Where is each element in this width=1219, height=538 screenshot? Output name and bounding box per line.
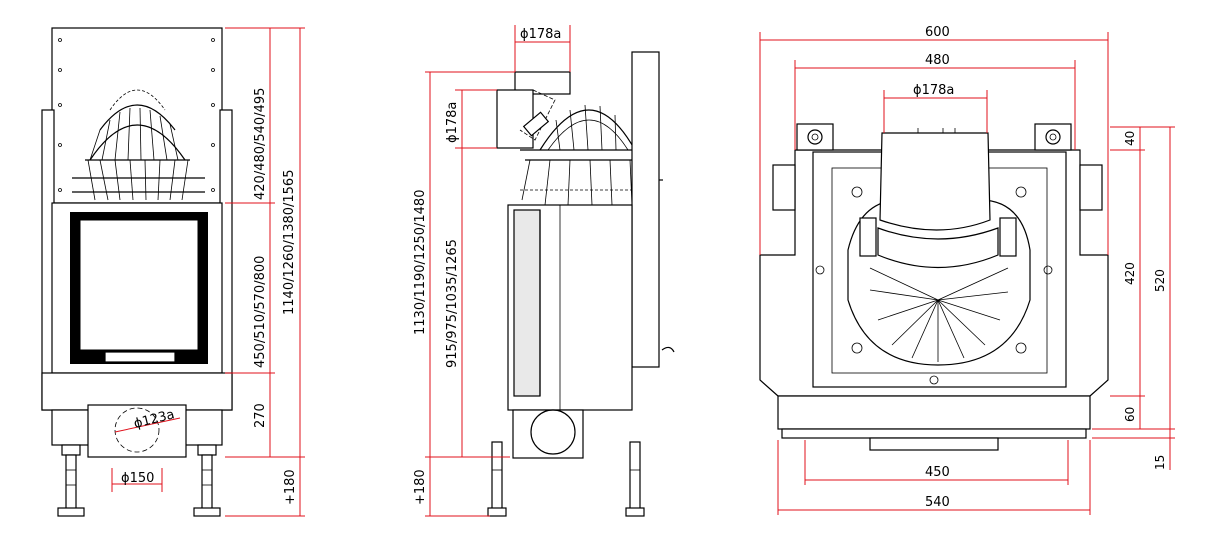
side-flue-spigot	[514, 71, 571, 95]
side-dim-flue-dia: ϕ178a	[445, 102, 460, 143]
side-dim-total: 1130/1190/1250/1480	[413, 190, 428, 335]
side-dim-top-dia: ϕ178a	[520, 27, 561, 42]
side-legs	[487, 441, 645, 517]
front-dim-leg: +180	[283, 469, 298, 505]
plan-dim-600: 600	[925, 25, 950, 40]
side-view: ϕ178a ϕ178a 1130/1190/1250/1480 915/975/…	[413, 25, 675, 517]
plan-dim-480: 480	[925, 53, 950, 68]
front-dome	[72, 89, 205, 201]
plan-view: 600 480 ϕ178a 450 540 40 420 520 60 15	[759, 25, 1175, 515]
front-view: 1140/1260/1380/1565 420/480/540/495 450/…	[41, 27, 305, 517]
front-dim-mid: 450/510/570/800	[253, 256, 268, 368]
side-dimensions	[425, 25, 571, 517]
front-hood-panel	[51, 27, 223, 204]
plan-dim-540: 540	[925, 495, 950, 510]
side-dome	[520, 104, 640, 206]
front-dim-top: 420/480/540/495	[253, 88, 268, 200]
plan-dim-450: 450	[925, 465, 950, 480]
side-dim-body: 915/975/1035/1265	[445, 239, 460, 368]
plan-dim-60: 60	[1123, 407, 1137, 422]
front-dim-bottom-dia: ϕ150	[121, 471, 154, 486]
plan-base-plate	[777, 395, 1091, 430]
plan-dim-flue: ϕ178a	[913, 83, 954, 98]
front-dim-low: 270	[253, 403, 268, 428]
plan-dim-15: 15	[1153, 455, 1167, 470]
front-dim-sum: 1140/1260/1380/1565	[282, 170, 297, 315]
side-back-panel	[631, 51, 660, 368]
plan-dim-420: 420	[1123, 262, 1137, 285]
plan-dimensions	[759, 32, 1175, 515]
front-legs	[57, 444, 221, 517]
front-air-box	[87, 404, 187, 458]
plan-dim-520: 520	[1153, 269, 1167, 292]
front-dimensions	[111, 27, 305, 517]
plan-flue-cover	[879, 132, 991, 231]
plan-dim-40: 40	[1123, 131, 1137, 146]
side-dim-leg: +180	[413, 469, 428, 505]
